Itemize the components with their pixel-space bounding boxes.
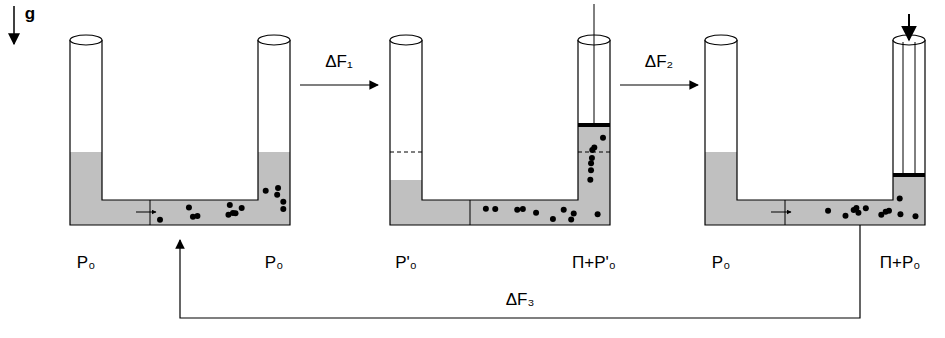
process-label: ΔF₃ — [504, 291, 537, 310]
flow-arrow — [136, 212, 156, 213]
piston-rod — [594, 4, 595, 125]
pressure-label: P'₀ — [393, 254, 419, 273]
gravity-label: g — [23, 5, 37, 24]
pressure-label: Π+P₀ — [878, 254, 923, 273]
process-arrow — [180, 225, 860, 318]
flow-arrow — [771, 212, 791, 213]
solute-dots — [157, 135, 918, 223]
u-tube — [705, 14, 925, 225]
force-arrow — [908, 14, 910, 40]
process-label: ΔF₁ — [323, 53, 354, 72]
piston-rod — [903, 42, 904, 175]
process-arrow — [620, 84, 698, 85]
piston-rod — [915, 42, 916, 175]
initial-level — [390, 152, 422, 153]
piston — [893, 173, 925, 177]
pressure-label: P₀ — [263, 254, 285, 273]
gravity-arrow — [13, 6, 15, 44]
membrane — [470, 200, 471, 225]
process-label: ΔF₂ — [643, 53, 675, 72]
pressure-label: P₀ — [75, 254, 97, 273]
u-tube — [70, 35, 290, 225]
u-tube — [390, 4, 610, 225]
pressure-label: P₀ — [710, 254, 732, 273]
pressure-label: Π+P'₀ — [570, 254, 618, 273]
process-arrow — [300, 84, 378, 85]
